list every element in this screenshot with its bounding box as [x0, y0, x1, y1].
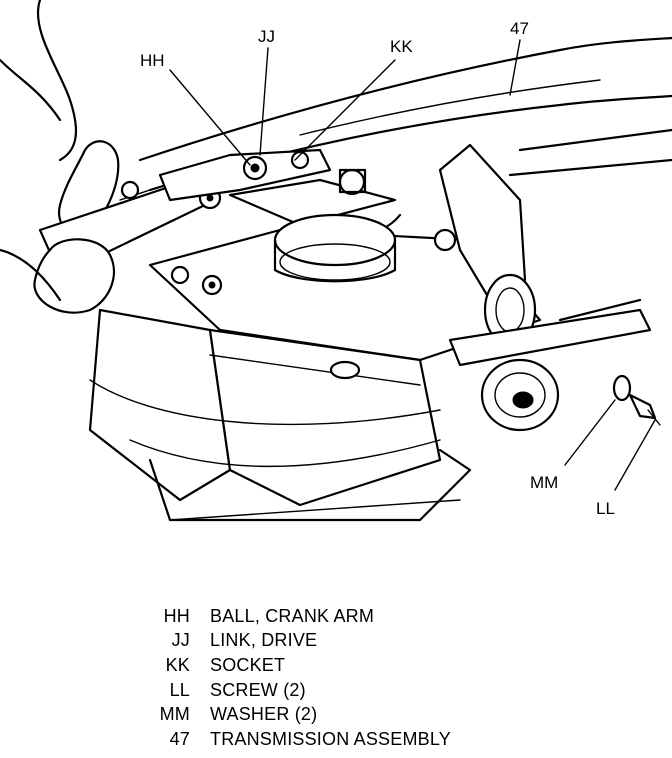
label-hh: HH: [140, 51, 165, 70]
legend-row: LL SCREW (2): [140, 678, 560, 703]
leader-hh: [169, 69, 251, 166]
label-47: 47: [510, 19, 529, 38]
legend-row: HH BALL, CRANK ARM: [140, 604, 560, 629]
legend-row: MM WASHER (2): [140, 702, 560, 727]
leader-mm: [564, 399, 616, 466]
legend-row: KK SOCKET: [140, 653, 560, 678]
leader-47: [509, 39, 521, 96]
leader-jj: [259, 47, 269, 156]
legend-description: BALL, CRANK ARM: [210, 605, 375, 626]
legend-row: 47 TRANSMISSION ASSEMBLY: [140, 727, 560, 752]
legend-code: 47: [169, 728, 190, 749]
legend-description: LINK, DRIVE: [210, 630, 318, 651]
parts-legend: HH BALL, CRANK ARM JJ LINK, DRIVE KK SOC…: [140, 604, 560, 752]
leader-ll: [614, 419, 656, 491]
label-ll: LL: [596, 499, 615, 518]
label-kk: KK: [390, 37, 413, 56]
leader-lines: [169, 39, 656, 491]
legend-description: SOCKET: [210, 654, 286, 675]
legend-description: TRANSMISSION ASSEMBLY: [210, 728, 451, 749]
legend-code: JJ: [171, 630, 190, 651]
linkage: [158, 148, 402, 236]
leader-kk: [294, 59, 396, 161]
hand-with-wrench: [0, 0, 222, 314]
legend-code: MM: [159, 704, 190, 725]
legend-description: SCREW (2): [210, 679, 306, 700]
label-mm: MM: [530, 473, 558, 492]
legend-code: KK: [165, 654, 190, 675]
washer-and-screw: [612, 374, 661, 426]
wiper-transmission-diagram: HH JJ KK 47 MM LL: [0, 0, 672, 522]
legend-row: JJ LINK, DRIVE: [140, 629, 560, 654]
label-jj: JJ: [258, 27, 275, 46]
bracket-and-grommet: [438, 143, 652, 432]
motor-housing: [88, 213, 542, 522]
legend-code: LL: [169, 679, 190, 700]
legend-description: WASHER (2): [210, 704, 318, 725]
legend-code: HH: [163, 605, 190, 626]
